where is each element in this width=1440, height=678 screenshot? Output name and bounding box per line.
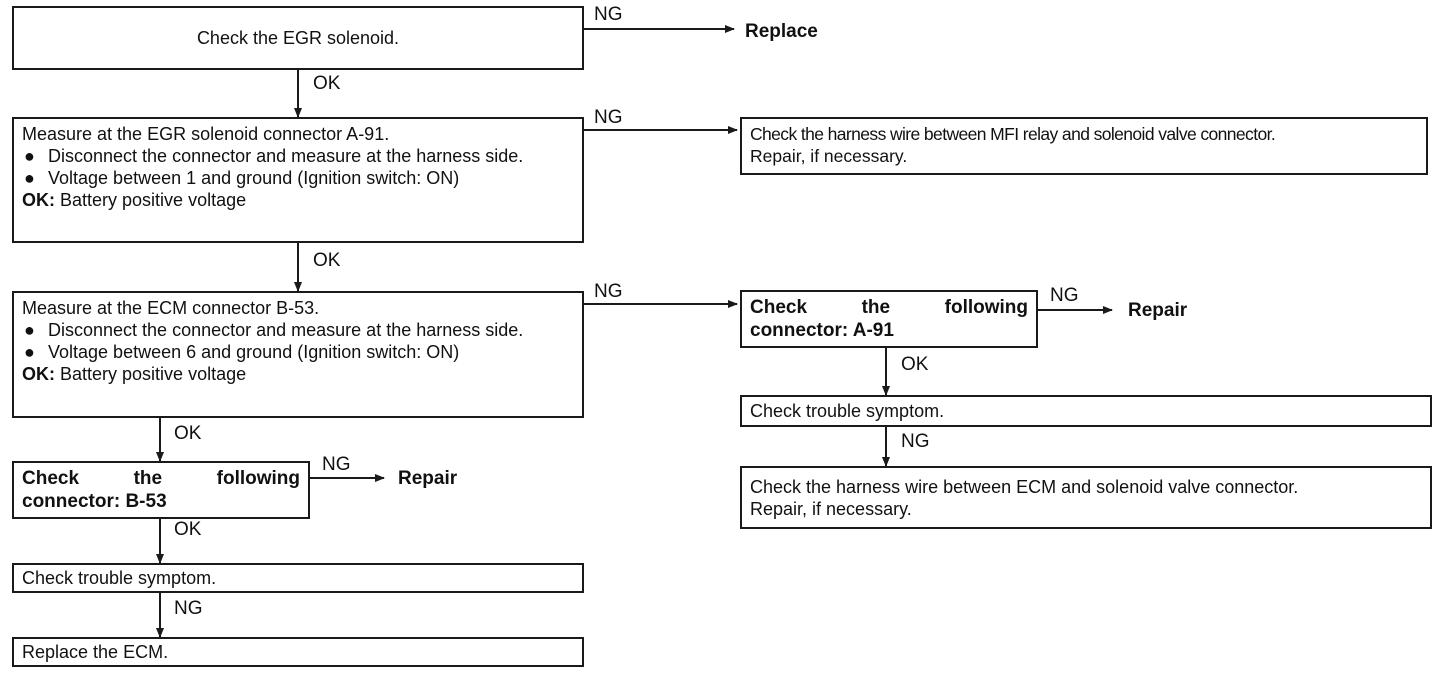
box-measure-egr-connector: Measure at the EGR solenoid connector A-… bbox=[12, 117, 584, 243]
box-replace-ecm-text: Replace the ECM. bbox=[22, 642, 169, 662]
ng-label-b5: NG bbox=[174, 598, 203, 619]
box-check-harness-mfi-line2: Repair, if necessary. bbox=[750, 146, 908, 166]
repair-label-right: Repair bbox=[1128, 300, 1188, 321]
ng-label-b2: NG bbox=[594, 107, 623, 128]
box-check-connector-b53-text: Check the following connector: B-53 bbox=[22, 468, 300, 512]
ng-label-r2: NG bbox=[1050, 285, 1079, 306]
ok-label-b4: OK bbox=[174, 519, 202, 540]
ok-criterion-label: OK: bbox=[22, 190, 55, 210]
bullet-text: Voltage between 1 and ground (Ignition s… bbox=[48, 168, 460, 188]
list-item: ● Disconnect the connector and measure a… bbox=[22, 319, 574, 341]
bullet-icon: ● bbox=[24, 146, 35, 166]
bullet-text: Disconnect the connector and measure at … bbox=[48, 320, 524, 340]
ng-label-b3: NG bbox=[594, 281, 623, 302]
ok-criterion-text: Battery positive voltage bbox=[60, 364, 247, 384]
box-check-trouble-symptom-right-text: Check trouble symptom. bbox=[750, 401, 945, 421]
bullet-icon: ● bbox=[24, 168, 35, 188]
box-measure-ecm-title: Measure at the ECM connector B-53. bbox=[22, 298, 320, 318]
list-item: ● Voltage between 6 and ground (Ignition… bbox=[22, 341, 574, 363]
box-check-connector-a91: Check the following connector: A-91 bbox=[740, 290, 1038, 348]
bullet-icon: ● bbox=[24, 320, 35, 340]
box-check-harness-ecm-line1: Check the harness wire between ECM and s… bbox=[750, 477, 1299, 497]
bullet-text: Voltage between 6 and ground (Ignition s… bbox=[48, 342, 460, 362]
ng-label-b1: NG bbox=[594, 4, 623, 25]
box-check-harness-mfi-line1: Check the harness wire between MFI relay… bbox=[750, 124, 1276, 144]
ok-criterion: OK: Battery positive voltage bbox=[22, 363, 574, 385]
box-check-harness-mfi-relay: Check the harness wire between MFI relay… bbox=[740, 117, 1428, 175]
ok-label-b1: OK bbox=[313, 73, 341, 94]
box-check-harness-ecm-line2: Repair, if necessary. bbox=[750, 499, 912, 519]
ng-label-r3: NG bbox=[901, 431, 930, 452]
list-item: ● Voltage between 1 and ground (Ignition… bbox=[22, 167, 574, 189]
box-check-egr-solenoid: Check the EGR solenoid. bbox=[12, 6, 584, 70]
box-replace-ecm: Replace the ECM. bbox=[12, 637, 584, 667]
ok-label-r2: OK bbox=[901, 354, 929, 375]
box-check-egr-solenoid-text: Check the EGR solenoid. bbox=[196, 28, 400, 48]
replace-label: Replace bbox=[745, 21, 818, 42]
ok-criterion-text: Battery positive voltage bbox=[60, 190, 247, 210]
box-check-trouble-symptom-right: Check trouble symptom. bbox=[740, 395, 1432, 427]
ok-label-b3: OK bbox=[174, 423, 202, 444]
box-check-harness-ecm: Check the harness wire between ECM and s… bbox=[740, 466, 1432, 529]
list-item: ● Disconnect the connector and measure a… bbox=[22, 145, 574, 167]
ok-criterion: OK: Battery positive voltage bbox=[22, 189, 574, 211]
box-check-trouble-symptom-left: Check trouble symptom. bbox=[12, 563, 584, 593]
box-check-connector-b53: Check the following connector: B-53 bbox=[12, 461, 310, 519]
box-check-trouble-symptom-left-text: Check trouble symptom. bbox=[22, 568, 217, 588]
ng-label-b4: NG bbox=[322, 454, 351, 475]
box-measure-egr-title: Measure at the EGR solenoid connector A-… bbox=[22, 124, 390, 144]
repair-label-left: Repair bbox=[398, 468, 458, 489]
box-check-connector-a91-text: Check the following connector: A-91 bbox=[750, 297, 1028, 341]
bullet-icon: ● bbox=[24, 342, 35, 362]
bullet-text: Disconnect the connector and measure at … bbox=[48, 146, 524, 166]
ok-label-b2: OK bbox=[313, 250, 341, 271]
ok-criterion-label: OK: bbox=[22, 364, 55, 384]
box-measure-ecm-connector: Measure at the ECM connector B-53. ● Dis… bbox=[12, 291, 584, 418]
